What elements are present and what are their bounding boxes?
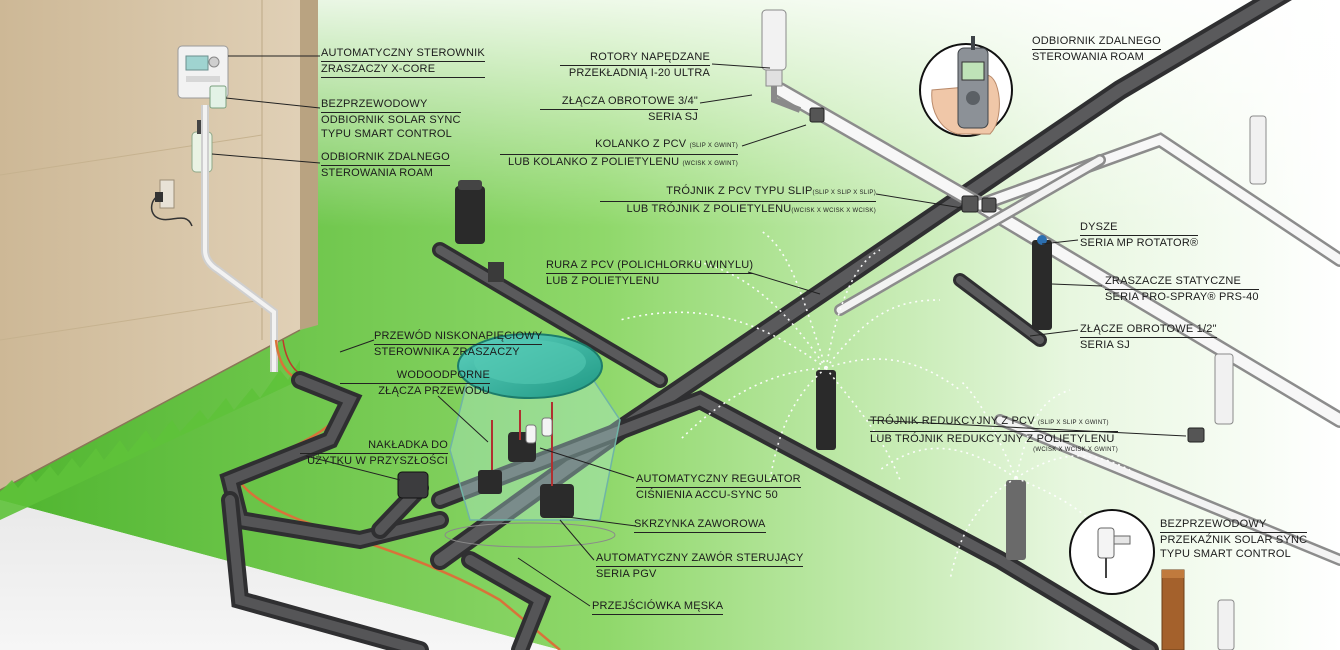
- label-text: KOLANKO Z PCV: [595, 138, 687, 150]
- ground: [0, 500, 560, 650]
- label-text: TRÓJNIK Z PCV TYPU SLIP: [666, 185, 813, 197]
- label-line: ROTORY NAPĘDZANE: [560, 50, 710, 66]
- label-line: BEZPRZEWODOWY: [321, 97, 461, 113]
- label-line: LUB KOLANKO Z POLIETYLENU (WCISK X GWINT…: [500, 155, 738, 171]
- label-solar-sync-relay: BEZPRZEWODOWY PRZEKAŹNIK SOLAR SYNC TYPU…: [1160, 517, 1308, 561]
- label-line: ZRASZACZY X-CORE: [321, 62, 485, 78]
- label-line: AUTOMATYCZNY ZAWÓR STERUJĄCY: [596, 551, 804, 567]
- label-line: CIŚNIENIA ACCU-SYNC 50: [636, 489, 778, 501]
- label-line: STEROWANIA ROAM: [321, 167, 433, 179]
- label-line: SERIA MP ROTATOR®: [1080, 237, 1199, 249]
- label-line: SERIA PGV: [596, 568, 657, 580]
- label-line: ZŁĄCZA OBROTOWE 3/4": [540, 94, 698, 110]
- spray-head-icon: [816, 235, 1052, 560]
- label-small: (SLIP X GWINT): [689, 143, 738, 149]
- label-solar-sync-receiver: BEZPRZEWODOWY ODBIORNIK SOLAR SYNC TYPU …: [321, 97, 461, 141]
- label-line: STEROWANIA ROAM: [1032, 51, 1144, 63]
- rotor-icon-right: [1214, 115, 1267, 650]
- label-low-voltage-wire: PRZEWÓD NISKONAPIĘCIOWY STEROWNIKA ZRASZ…: [374, 329, 543, 359]
- label-line: UŻYTKU W PRZYSZŁOŚCI: [307, 455, 448, 467]
- label-swing-joints-34: ZŁĄCZA OBROTOWE 3/4" SERIA SJ: [540, 94, 698, 124]
- house-wall: [0, 0, 318, 520]
- label-line: LUB TRÓJNIK Z POLIETYLENU(WCISK X WCISK …: [600, 202, 876, 218]
- label-line: DYSZE: [1080, 220, 1199, 236]
- pvc-pipes: [772, 82, 1340, 566]
- label-line: ODBIORNIK SOLAR SYNC: [321, 114, 461, 126]
- valve-icon: [478, 402, 574, 518]
- label-elbow: KOLANKO Z PCV (SLIP X GWINT) LUB KOLANKO…: [500, 137, 738, 171]
- label-line: STEROWNIKA ZRASZACZY: [374, 346, 520, 358]
- label-line: PRZEJŚCIÓWKA MĘSKA: [592, 599, 724, 615]
- label-line: ZŁĄCZE OBROTOWE 1/2": [1080, 322, 1217, 338]
- outlet-icon: [150, 179, 193, 227]
- label-pressure-regulator: AUTOMATYCZNY REGULATOR CIŚNIENIA ACCU-SY…: [636, 472, 801, 502]
- label-swing-joint-12: ZŁĄCZE OBROTOWE 1/2" SERIA SJ: [1080, 322, 1217, 352]
- label-line: TYPU SMART CONTROL: [1160, 548, 1291, 560]
- label-line: ODBIORNIK ZDALNEGO: [1032, 34, 1161, 50]
- label-i20-rotors: ROTORY NAPĘDZANE PRZEKŁADNIĄ I-20 ULTRA: [560, 50, 710, 80]
- label-line: SERIA SJ: [648, 111, 698, 123]
- sensor-icon: [1069, 509, 1185, 650]
- remote-icon: [919, 36, 1013, 137]
- label-small: (SLIP X SLIP X GWINT): [1038, 420, 1109, 426]
- label-tee: TRÓJNIK Z PCV TYPU SLIP(SLIP X SLIP X SL…: [600, 184, 876, 218]
- label-line: ZŁĄCZA PRZEWODU: [378, 385, 490, 397]
- label-male-adapter: PRZEJŚCIÓWKA MĘSKA: [592, 599, 724, 615]
- label-xcore-controller: AUTOMATYCZNY STEROWNIK ZRASZACZY X-CORE: [321, 46, 485, 78]
- label-line: WODOODPORNE: [340, 368, 490, 384]
- label-line: PRZEKAŹNIK SOLAR SYNC: [1160, 534, 1308, 546]
- label-line: TRÓJNIK REDUKCYJNY Z PCV (SLIP X SLIP X …: [870, 414, 1118, 432]
- label-line: ZRASZACZE STATYCZNE: [1105, 274, 1259, 290]
- label-future-cap: NAKŁADKA DO UŻYTKU W PRZYSZŁOŚCI: [300, 438, 448, 468]
- label-waterproof-connectors: WODOODPORNE ZŁĄCZA PRZEWODU: [340, 368, 490, 398]
- label-pgv-valve: AUTOMATYCZNY ZAWÓR STERUJĄCY SERIA PGV: [596, 551, 804, 581]
- label-line: ODBIORNIK ZDALNEGO: [321, 150, 450, 166]
- label-line: SKRZYNKA ZAWOROWA: [634, 517, 766, 533]
- label-line: PRZEWÓD NISKONAPIĘCIOWY: [374, 329, 543, 345]
- label-line: TRÓJNIK Z PCV TYPU SLIP(SLIP X SLIP X SL…: [600, 184, 876, 202]
- label-roam-remote: ODBIORNIK ZDALNEGO STEROWANIA ROAM: [1032, 34, 1161, 64]
- label-small: (SLIP X SLIP X SLIP): [812, 190, 876, 196]
- label-line: BEZPRZEWODOWY: [1160, 517, 1308, 533]
- label-text: TRÓJNIK REDUKCYJNY Z PCV: [870, 415, 1035, 427]
- label-line: SERIA SJ: [1080, 339, 1130, 351]
- label-line: AUTOMATYCZNY REGULATOR: [636, 472, 801, 488]
- conduit: [201, 105, 278, 372]
- label-valve-box: SKRZYNKA ZAWOROWA: [634, 517, 766, 533]
- pipe-network: [219, 0, 1292, 650]
- pvc-fittings: [809, 107, 1205, 443]
- label-line: PRZEKŁADNIĄ I-20 ULTRA: [568, 67, 710, 79]
- label-text: LUB TRÓJNIK Z POLIETYLENU: [626, 203, 792, 215]
- label-line: LUB Z POLIETYLENU: [546, 275, 660, 287]
- label-spray-heads: ZRASZACZE STATYCZNE SERIA PRO-SPRAY® PRS…: [1105, 274, 1259, 304]
- cap-icon: [397, 471, 429, 499]
- label-roam-receiver: ODBIORNIK ZDALNEGO STEROWANIA ROAM: [321, 150, 450, 180]
- rotor-icon: [455, 180, 504, 282]
- label-small: (WCISK X WCISK X GWINT): [1033, 447, 1118, 453]
- rotor-icon-top: [761, 9, 802, 113]
- leader-lines: [211, 55, 1187, 607]
- label-line: AUTOMATYCZNY STEROWNIK: [321, 46, 485, 62]
- spray-patterns: [619, 229, 1131, 581]
- label-mp-rotator-nozzles: DYSZE SERIA MP ROTATOR®: [1080, 220, 1199, 250]
- label-line: KOLANKO Z PCV (SLIP X GWINT): [500, 137, 738, 155]
- label-line: TYPU SMART CONTROL: [321, 128, 452, 140]
- label-reducing-tee: TRÓJNIK REDUKCYJNY Z PCV (SLIP X SLIP X …: [870, 414, 1118, 455]
- controller-icon: [177, 45, 229, 109]
- label-line: LUB TRÓJNIK REDUKCYJNY Z POLIETYLENU: [870, 433, 1115, 445]
- label-text: LUB KOLANKO Z POLIETYLENU: [507, 156, 680, 168]
- label-line: NAKŁADKA DO: [300, 438, 448, 454]
- label-line: SERIA PRO-SPRAY® PRS-40: [1105, 291, 1259, 303]
- label-small: (WCISK X WCISK X WCISK): [791, 208, 876, 214]
- label-line: RURA Z PCV (POLICHLORKU WINYLU): [546, 258, 754, 274]
- label-small: (WCISK X GWINT): [682, 161, 738, 167]
- label-pvc-pipe: RURA Z PCV (POLICHLORKU WINYLU) LUB Z PO…: [546, 258, 754, 288]
